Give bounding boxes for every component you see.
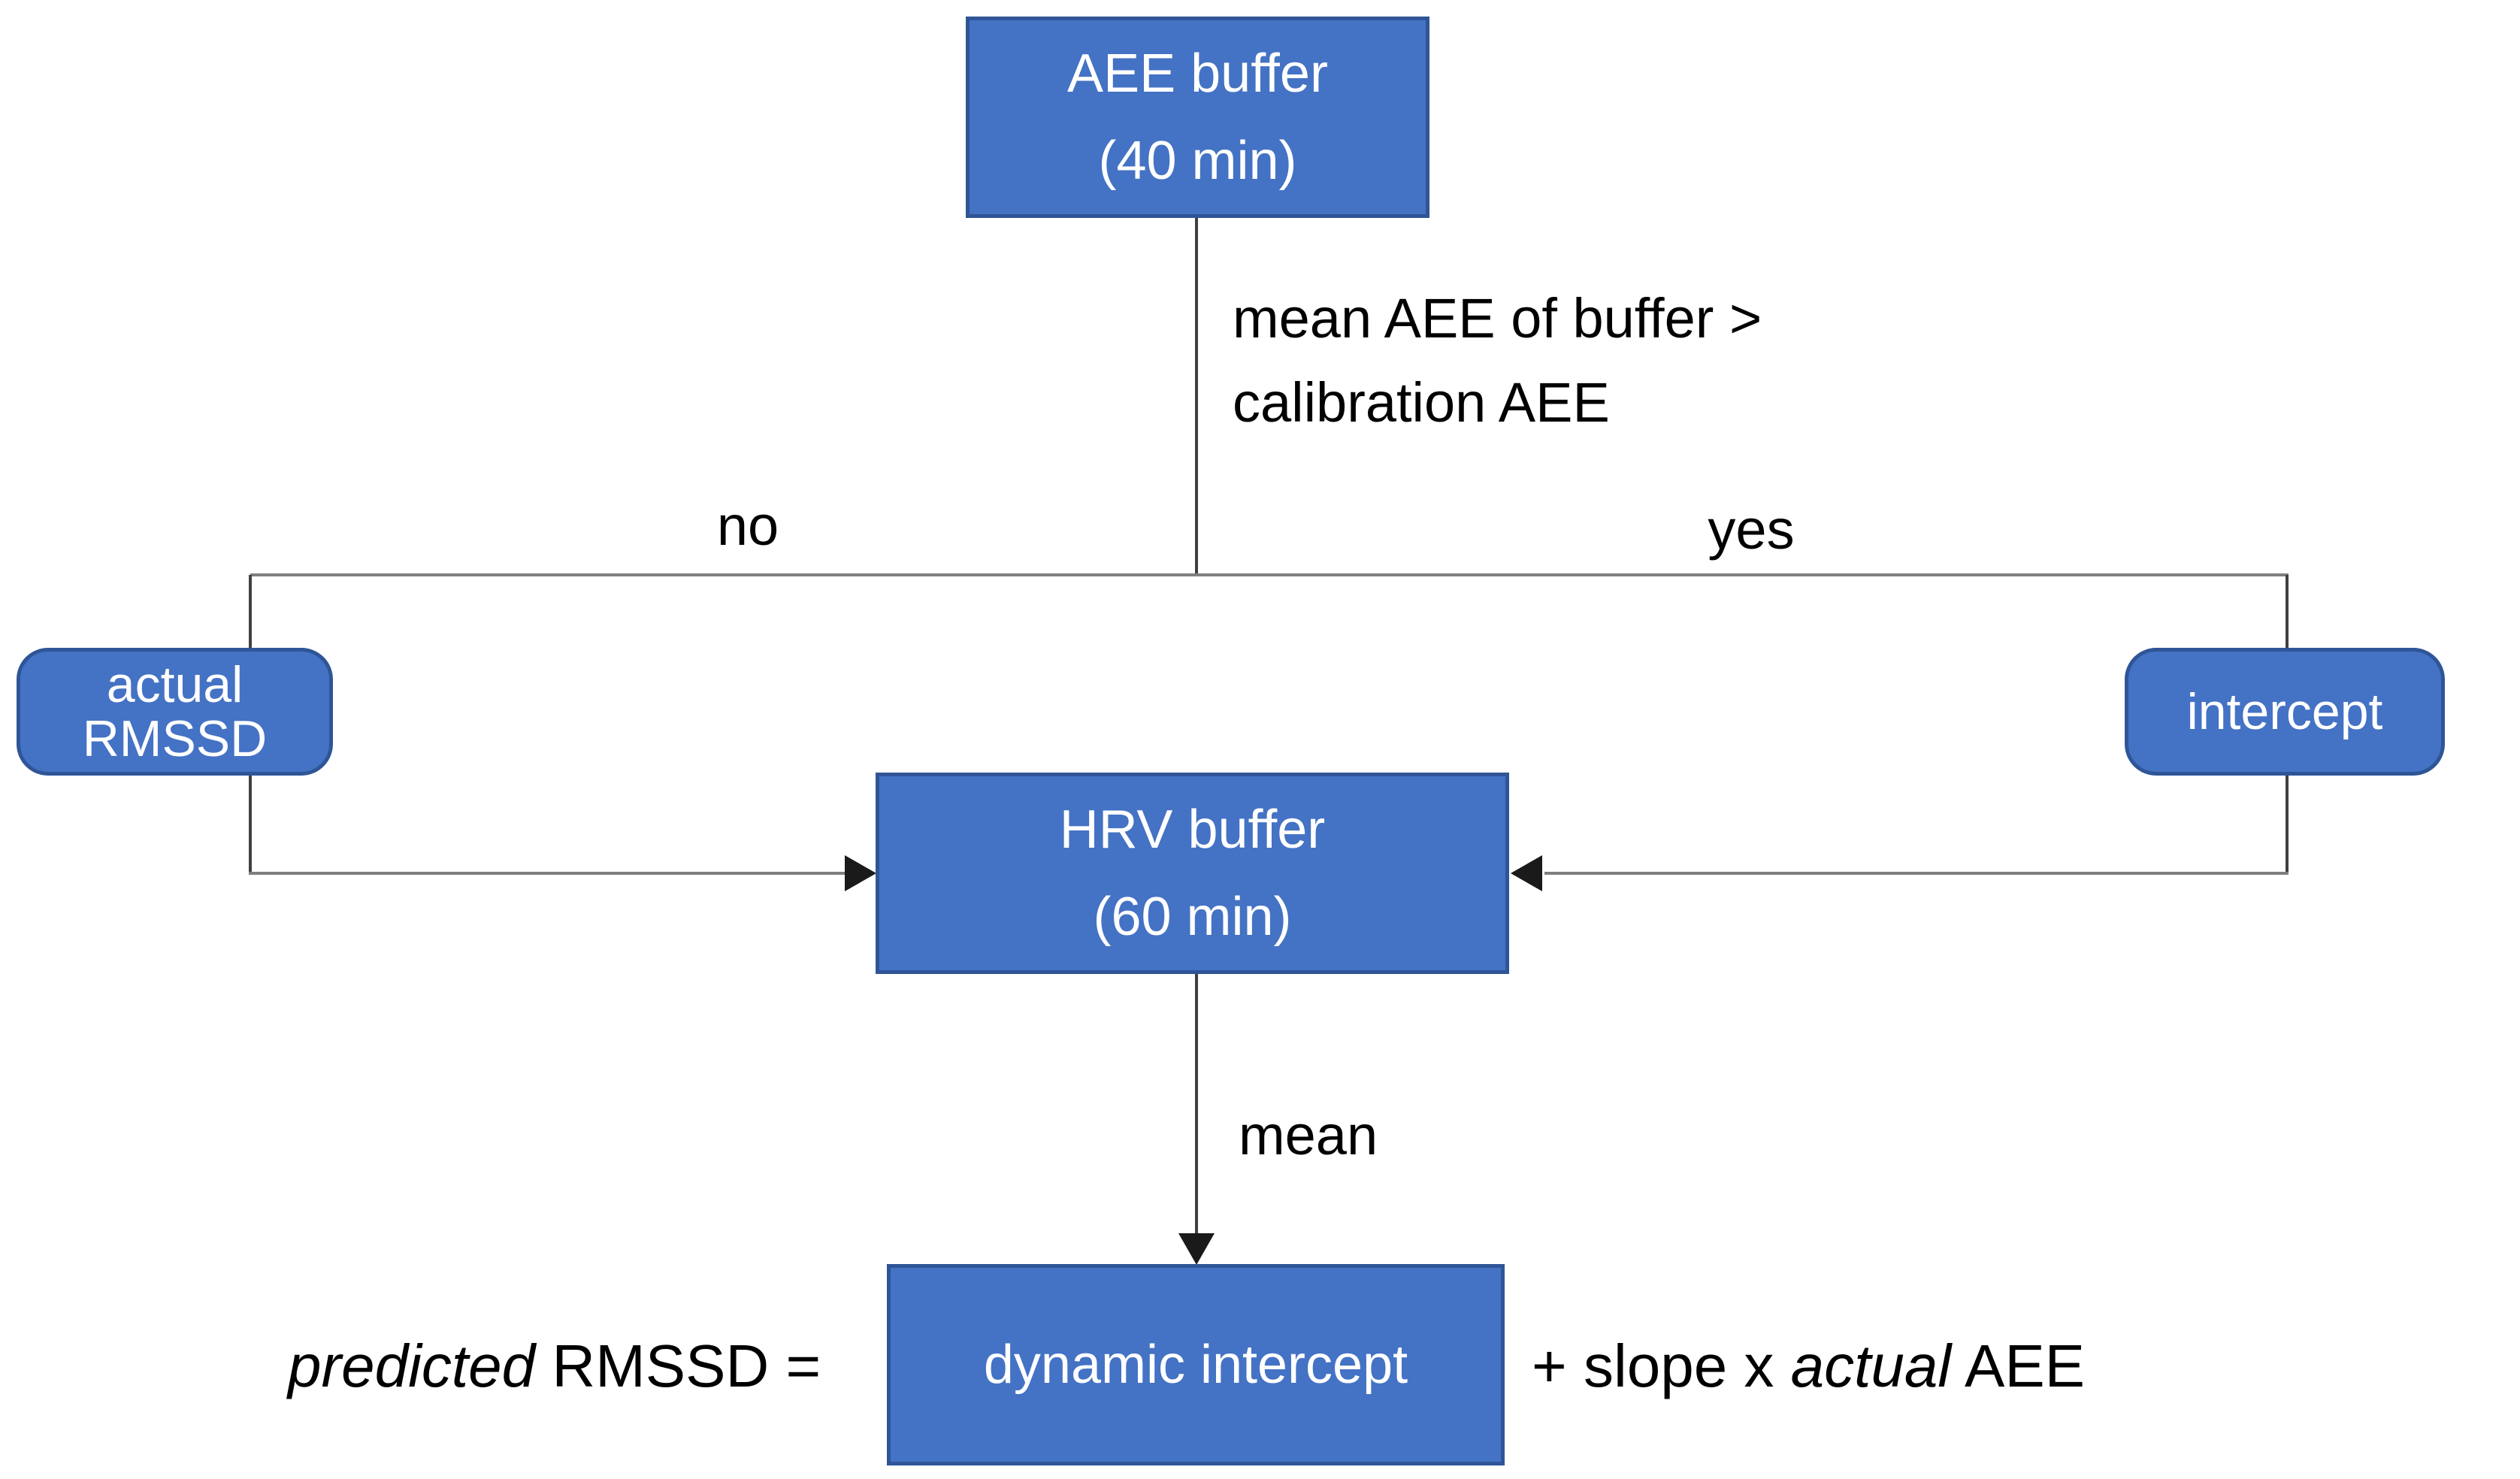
- connector-hrv-to-intercept: [1195, 972, 1198, 1237]
- label-mean: mean: [1239, 1104, 1378, 1166]
- formula-left-rest: RMSSD =: [535, 1332, 821, 1399]
- node-actual-rmssd-label: actual RMSSD: [82, 656, 268, 767]
- formula-right: + slope x actual AEE: [1532, 1329, 2085, 1404]
- node-aee-buffer-line1: AEE buffer: [1067, 44, 1328, 104]
- formula-plus-slope: + slope x: [1532, 1332, 1791, 1399]
- connector-branch-horizontal: [250, 573, 2289, 576]
- connector-no-horizontal: [249, 872, 850, 875]
- node-aee-buffer: AEE buffer (40 min): [966, 17, 1429, 218]
- node-intercept-label: intercept: [2186, 683, 2383, 740]
- node-actual-rmssd: actual RMSSD: [17, 648, 333, 776]
- node-intercept: intercept: [2125, 648, 2445, 776]
- label-branch-condition-line1: mean AEE of buffer >: [1233, 287, 1762, 349]
- label-yes: yes: [1708, 498, 1795, 561]
- label-branch-condition: mean AEE of buffer > calibration AEE: [1233, 277, 1762, 445]
- label-no: no: [716, 495, 779, 557]
- formula-right-rest: AEE: [1951, 1332, 2086, 1399]
- arrowhead-into-dynamic-intercept-icon: [1178, 1233, 1215, 1265]
- connector-aee-to-branch: [1195, 216, 1198, 576]
- formula-actual: actual: [1790, 1332, 1952, 1399]
- arrowhead-into-hrv-right-icon: [1511, 855, 1542, 891]
- label-branch-condition-line2: calibration AEE: [1233, 371, 1610, 434]
- node-hrv-buffer: HRV buffer (60 min): [876, 773, 1509, 974]
- formula-left: predicted RMSSD =: [288, 1329, 821, 1404]
- node-dynamic-intercept: dynamic intercept: [887, 1264, 1505, 1465]
- arrowhead-into-hrv-left-icon: [845, 855, 876, 891]
- node-aee-buffer-line2: (40 min): [1098, 131, 1297, 191]
- connector-yes-horizontal: [1544, 872, 2289, 875]
- node-dynamic-intercept-label: dynamic intercept: [983, 1335, 1408, 1395]
- node-hrv-buffer-line1: HRV buffer: [1059, 800, 1326, 860]
- formula-predicted: predicted: [288, 1332, 536, 1399]
- node-hrv-buffer-line2: (60 min): [1093, 887, 1292, 947]
